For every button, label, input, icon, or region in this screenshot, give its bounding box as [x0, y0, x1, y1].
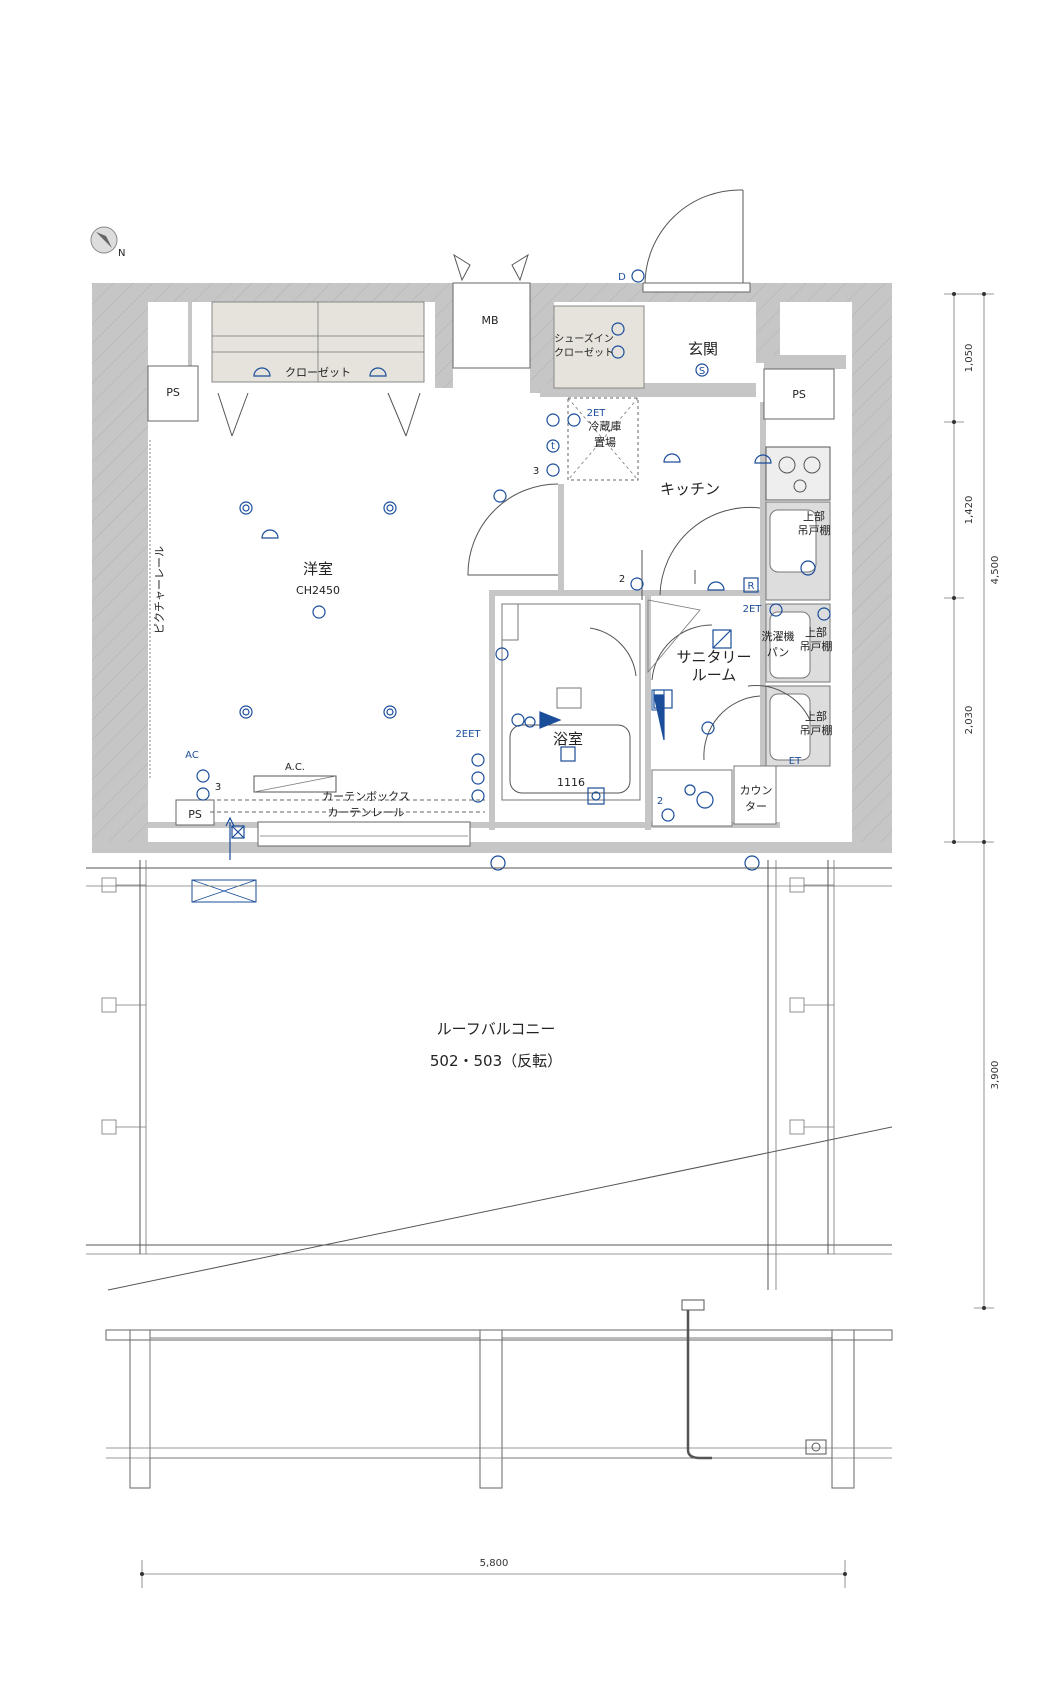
ps-box-bottom: [175, 799, 215, 826]
stove-icon: [765, 446, 831, 501]
window-bottom: [257, 821, 471, 847]
room-label-entrance: 玄関: [688, 340, 718, 358]
upper-cabinet-label-1b: 吊戸棚: [798, 523, 831, 537]
svg-text:N: N: [118, 248, 125, 259]
dim-5800: 5,800: [480, 1558, 509, 1569]
symbol-r: R: [748, 581, 755, 592]
curtain-rail-label: カーテンレール: [328, 806, 405, 819]
shoe-closet-label-1: シューズイン: [554, 332, 614, 345]
room-label-bath: 浴室: [553, 730, 583, 748]
ps-label-bottom: PS: [188, 808, 202, 821]
dim-1420: 1,420: [964, 496, 975, 525]
symbol-3-left: 3: [215, 782, 221, 793]
room-label-sanitary-1: サニタリー: [676, 648, 751, 666]
walls: [92, 283, 892, 853]
shoe-closet-label-2: クローゼット: [554, 347, 614, 359]
fridge-label-1: 冷蔵庫: [589, 419, 622, 433]
bath-size-label: 1116: [557, 776, 585, 789]
dimension-lines: [140, 292, 994, 1588]
balcony-units: 502・503（反転）: [430, 1052, 562, 1070]
ac-unit: [253, 775, 337, 793]
ps-label-right: PS: [792, 388, 806, 401]
bathtub: [509, 724, 631, 794]
symbol-c: C: [658, 695, 665, 706]
mb-box: [452, 282, 531, 369]
symbol-3-kitchen: 3: [533, 466, 539, 477]
ceiling-height-label: CH2450: [296, 584, 340, 597]
upper-cabinet-label-1a: 上部: [803, 509, 825, 523]
symbol-t: t: [551, 441, 555, 452]
mb-label: MB: [481, 314, 498, 327]
symbol-2-kitchen: 2: [619, 574, 625, 585]
counter-label-2: ター: [745, 800, 767, 813]
curtain-box-label: カーテンボックス: [322, 790, 410, 803]
ps-box-left: [147, 365, 199, 422]
symbol-2eet: 2EET: [455, 729, 481, 740]
north-arrow-icon: N: [90, 226, 125, 259]
room-label-sanitary-2: ルーム: [692, 666, 737, 684]
upper-cabinet-label-2b: 吊戸棚: [800, 639, 833, 653]
room-label-western: 洋室: [303, 560, 333, 578]
upper-cabinet-label-3b: 吊戸棚: [800, 723, 833, 737]
balcony-name: ルーフバルコニー: [437, 1020, 556, 1038]
symbol-2-sanitary: 2: [657, 796, 663, 807]
symbol-2et-sanitary: 2ET: [743, 604, 763, 615]
dim-3900: 3,900: [990, 1061, 1001, 1090]
electrical-symbols: [196, 269, 831, 871]
outdoor-unit: [191, 879, 257, 903]
upper-cabinet-label-3a: 上部: [805, 709, 827, 723]
balcony-area: [86, 860, 893, 1489]
fridge-place: [567, 397, 639, 481]
ps-label-left: PS: [166, 386, 180, 399]
counter-label-1: カウン: [740, 784, 773, 797]
room-label-kitchen: キッチン: [660, 480, 720, 498]
upper-cabinet-label-2a: 上部: [805, 625, 827, 639]
fridge-label-2: 置場: [594, 436, 616, 449]
dim-4500: 4,500: [990, 556, 1001, 585]
dim-2030: 2,030: [964, 706, 975, 735]
symbol-s: S: [699, 366, 705, 377]
symbol-et: ET: [789, 756, 802, 767]
washer-label-2: パン: [767, 646, 790, 659]
symbol-d: D: [618, 272, 626, 283]
closet-label: クローゼット: [285, 366, 351, 379]
symbol-ac: AC: [185, 750, 199, 761]
bath-room-box: [501, 603, 641, 801]
counter: [733, 765, 777, 825]
shoe-closet: [553, 305, 645, 389]
symbol-2et-fridge: 2ET: [587, 408, 607, 419]
washbasin: [651, 769, 733, 827]
picture-rail-label: ピクチャーレール: [153, 546, 166, 634]
ps-box-right: [763, 368, 835, 420]
washer-label-1: 洗濯機: [762, 629, 795, 643]
ac-unit-label: A.C.: [285, 762, 305, 773]
dim-1050: 1,050: [964, 344, 975, 373]
